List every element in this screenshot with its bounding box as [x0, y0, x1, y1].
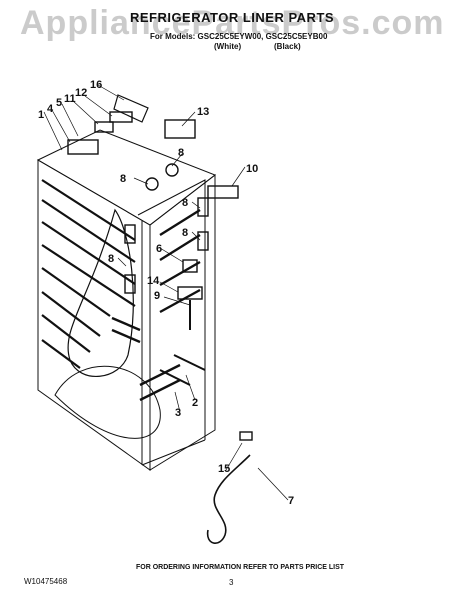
- air-duct: [67, 208, 134, 377]
- watermark: AppliancePartsPros.com: [20, 4, 445, 42]
- models-line: For Models: GSC25C5EYW00, GSC25C5EYB00: [150, 32, 328, 41]
- callout-8-top: 8: [178, 147, 184, 159]
- cam-bracket: [182, 259, 198, 273]
- light-switch: [177, 286, 203, 300]
- callout-4: 4: [47, 103, 54, 115]
- callout-3: 3: [175, 407, 181, 419]
- control-housing: [67, 139, 99, 155]
- callout-5: 5: [56, 97, 62, 109]
- page-title: REFRIGERATOR LINER PARTS: [129, 10, 335, 25]
- trim-strip-2: [173, 354, 206, 371]
- light-bulb-1: [145, 177, 159, 191]
- shelf-support-3: [124, 224, 136, 244]
- document-number: W10475468: [24, 577, 68, 586]
- trim-strip-3: [159, 369, 191, 386]
- callout-11: 11: [64, 93, 76, 105]
- light-bulb-2: [165, 163, 179, 177]
- ice-maker-fill-tube: [207, 185, 239, 199]
- callout-15: 15: [218, 463, 230, 475]
- shelf-support-1: [197, 197, 209, 217]
- callout-2: 2: [192, 397, 198, 409]
- callout-13: 13: [197, 106, 209, 118]
- right-wall-rails: [111, 208, 201, 402]
- callout-12: 12: [75, 87, 87, 99]
- liner-back-wall: [36, 129, 217, 226]
- callout-9: 9: [154, 290, 160, 302]
- callout-8-right-2: 8: [182, 227, 188, 239]
- callout-8-left: 8: [120, 173, 126, 185]
- callout-1: 1: [38, 109, 44, 121]
- shelf-support-4: [124, 274, 136, 294]
- page-number: 3: [229, 578, 234, 587]
- callout-16: 16: [90, 79, 102, 91]
- header: AppliancePartsPros.com REFRIGERATOR LINE…: [0, 0, 464, 80]
- shelf-support-2: [197, 231, 209, 251]
- variant-black: (Black): [274, 42, 301, 51]
- light-cover: [113, 94, 149, 123]
- callout-14: 14: [147, 275, 160, 287]
- callout-10: 10: [246, 163, 258, 175]
- water-fitting: [239, 431, 253, 441]
- callout-7: 7: [288, 495, 294, 507]
- liner-interior-frame: [137, 179, 206, 466]
- variant-white: (White): [214, 42, 242, 51]
- callout-6: 6: [156, 243, 162, 255]
- ordering-note: FOR ORDERING INFORMATION REFER TO PARTS …: [135, 564, 345, 571]
- crisper-floor: [54, 365, 161, 439]
- callout-8-right-1: 8: [182, 197, 188, 209]
- damper-assembly: [164, 119, 196, 139]
- shelf-ribs: [41, 179, 136, 369]
- control-bracket: [109, 111, 133, 123]
- callout-8-mid: 8: [108, 253, 114, 265]
- water-tube: [206, 454, 251, 544]
- light-socket: [94, 121, 114, 133]
